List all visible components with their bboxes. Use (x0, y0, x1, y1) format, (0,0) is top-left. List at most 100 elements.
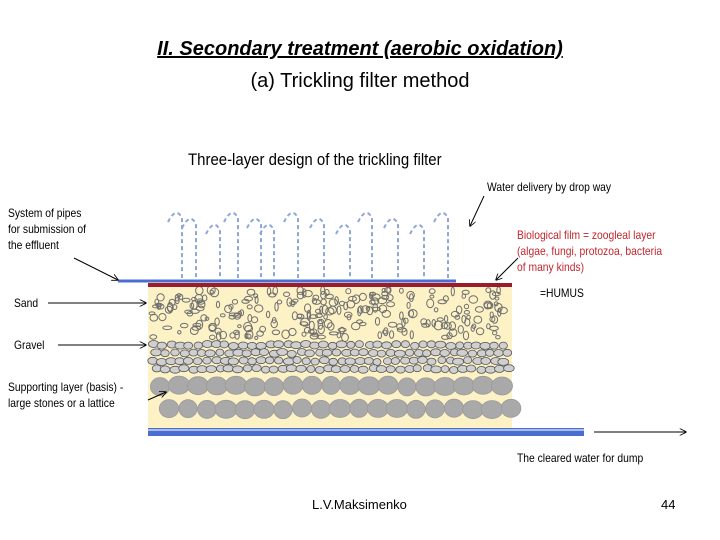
gravel-stone (467, 349, 478, 358)
gravel-stone (375, 365, 387, 373)
gravel-stone (412, 364, 422, 373)
gravel-stone (232, 365, 244, 374)
gravel-stone (147, 356, 159, 365)
sand-grain (433, 307, 439, 313)
support-label-line1: Supporting layer (basis) - (8, 380, 124, 394)
sand-grain (428, 288, 436, 295)
sand-grain (399, 311, 404, 321)
support-stone (443, 398, 464, 418)
gravel-stone (449, 366, 459, 374)
gravel-stone (455, 341, 465, 350)
gravel-stone (159, 365, 171, 374)
sand-grain (377, 331, 383, 340)
gravel-stone (150, 348, 162, 357)
sand-grain (369, 294, 374, 300)
sand-grain (291, 311, 298, 321)
gravel-stone (390, 357, 400, 365)
sand-grain (317, 319, 324, 330)
gravel-stone (215, 348, 225, 357)
sand-grain (229, 332, 236, 339)
sand-grain (317, 318, 325, 325)
gravel-layer (147, 340, 515, 374)
water-drop-stream (309, 217, 325, 278)
water-drop-stream (181, 217, 197, 278)
gravel-stone (155, 358, 168, 366)
gravel-stone (463, 356, 473, 365)
sand-grain (214, 327, 222, 335)
sand-grain (200, 314, 208, 322)
water-drop-stream (283, 211, 299, 278)
gravel-stone (339, 365, 351, 373)
gravel-stone (205, 365, 217, 374)
gravel-stone (465, 364, 477, 373)
gravel-stone (174, 357, 185, 366)
sand-grain (448, 321, 456, 331)
gravel-stone (391, 340, 402, 349)
sand-grain (374, 317, 381, 326)
sand-grain (181, 297, 191, 303)
gravel-stone (250, 348, 261, 357)
sand-grain (448, 328, 458, 338)
gravel-stone (219, 340, 229, 349)
gravel-stone (430, 365, 442, 374)
support-stone (321, 375, 341, 395)
gravel-stone (238, 356, 249, 365)
gravel-stone (255, 356, 267, 365)
sand-grain (314, 313, 323, 319)
sand-grain (457, 325, 464, 334)
gravel-stone (306, 365, 316, 373)
sand-grain (381, 287, 386, 293)
sand-grain (474, 306, 484, 313)
sand-grain (228, 303, 234, 310)
support-stone (462, 400, 484, 420)
support-label-line2: large stones or a lattice (8, 396, 115, 410)
sand-grain (309, 333, 319, 340)
sand-grain (475, 327, 485, 336)
gravel-stone (426, 357, 437, 366)
sand-grain (462, 330, 470, 341)
gravel-stone (335, 340, 348, 349)
support-stone (178, 399, 198, 419)
gravel-stone (452, 357, 465, 366)
sand-grain (254, 335, 259, 340)
sand-grain (396, 327, 407, 333)
sand-grain (337, 327, 347, 333)
cleared-water-label: The cleared water for dump (517, 451, 644, 465)
sand-grain (244, 333, 252, 339)
support-stone (397, 377, 417, 397)
pipes-label-line1: System of pipes (8, 206, 82, 220)
gravel-stone (196, 365, 208, 374)
sand-grain (162, 325, 173, 331)
water-drop-stream (167, 211, 183, 278)
sand-grain (158, 313, 167, 322)
sand-grain (320, 290, 327, 300)
gravel-stone (418, 340, 428, 349)
sand-grain (325, 307, 335, 316)
gravel-stone (273, 340, 284, 349)
support-stone (415, 377, 437, 397)
sand-grain (315, 308, 322, 314)
sand-grain (371, 293, 381, 301)
sand-grain (370, 297, 380, 306)
biofilm-layer (148, 283, 512, 287)
gravel-stone (434, 340, 447, 349)
water-drop-stream (246, 217, 262, 278)
gravel-stone (493, 349, 504, 357)
sand-grain (304, 303, 312, 313)
sand-grain (407, 309, 418, 319)
support-stone (205, 376, 228, 396)
gravel-stone (480, 357, 492, 365)
support-stone (167, 375, 191, 395)
support-stone (310, 399, 332, 419)
sand-grain (491, 291, 501, 297)
label-arrows (48, 195, 686, 432)
sand-grain (231, 299, 239, 305)
biofilm-label-line3: of many kinds) (517, 260, 585, 274)
sand-grain (274, 302, 279, 312)
sand-grain (365, 306, 371, 311)
sand-grain (493, 301, 499, 307)
support-stone (273, 400, 293, 420)
gravel-stone (309, 341, 320, 350)
support-stone (264, 377, 284, 397)
sand-grain (327, 322, 335, 331)
